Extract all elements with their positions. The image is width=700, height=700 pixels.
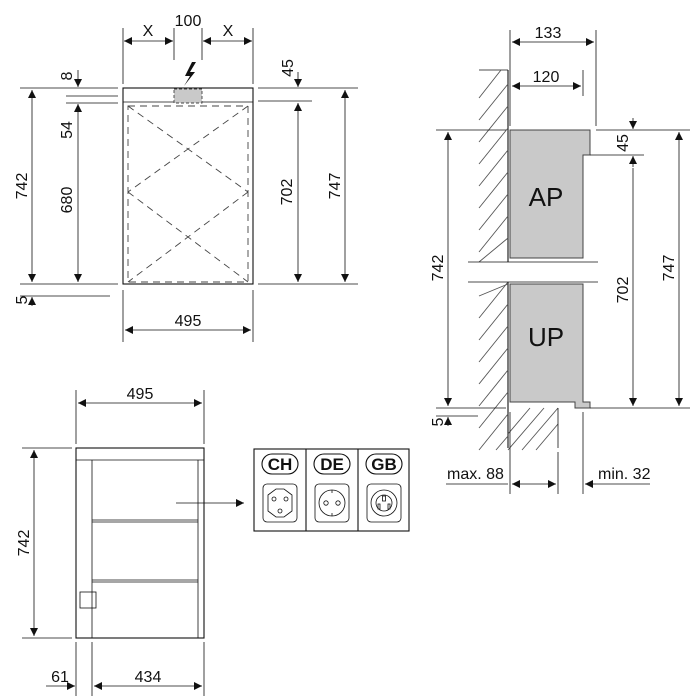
lower-cabinet-outline [75,447,205,639]
ap-cabinet [509,129,591,259]
dim-side-top-offset: 45 [615,134,632,152]
dim-lower-inner-width: 434 [135,669,162,686]
dim-left-height: 742 [14,173,31,200]
dim-depth-inner: 120 [533,69,560,86]
lower-view: 495 742 61 434 [16,386,244,696]
dim-right-inner: 702 [279,179,296,206]
dim-side-total-height: 747 [661,255,678,282]
dim-lower-width: 495 [127,386,154,403]
socket-box [173,88,203,104]
dim-right-total: 747 [327,173,344,200]
socket-de-icon [314,483,350,523]
socket-gb-icon [366,483,402,523]
socket-marker [79,591,97,609]
dim-side-inner-height: 702 [615,277,632,304]
dim-right-offset: 45 [280,59,297,77]
dim-x-right: X [223,23,234,40]
dim-socket-zone: 54 [59,121,76,139]
plug-table: CH DE GB [253,448,410,532]
front-cabinet-outline [122,87,254,285]
socket-ch-icon [262,483,298,523]
dim-side-bottom-gap: 5 [430,417,447,426]
dim-depth-outer: 133 [535,25,562,42]
label-ap: AP [529,182,564,212]
dim-min: min. 32 [598,466,651,483]
front-view: X 100 X 742 8 54 680 5 45 702 747 [14,13,358,342]
wall-hatch [478,69,559,451]
dim-inner-height: 680 [59,187,76,214]
dim-front-width: 495 [175,313,202,330]
plug-label-gb: GB [371,455,397,474]
dim-x-left: X [143,23,154,40]
plug-label-ch: CH [268,455,293,474]
dim-top-gap: 8 [59,71,76,80]
side-view: AP UP 133 120 742 5 45 702 747 [430,25,690,494]
dim-max: max. 88 [447,466,504,483]
dim-lower-offset: 61 [51,669,69,686]
dim-spacing: 100 [175,13,202,30]
label-up: UP [528,322,564,352]
dim-side-left-height: 742 [430,255,447,282]
lightning-icon [184,62,196,86]
dim-bottom-gap: 5 [14,295,31,304]
dim-lower-height: 742 [16,530,33,557]
plug-label-de: DE [320,455,344,474]
